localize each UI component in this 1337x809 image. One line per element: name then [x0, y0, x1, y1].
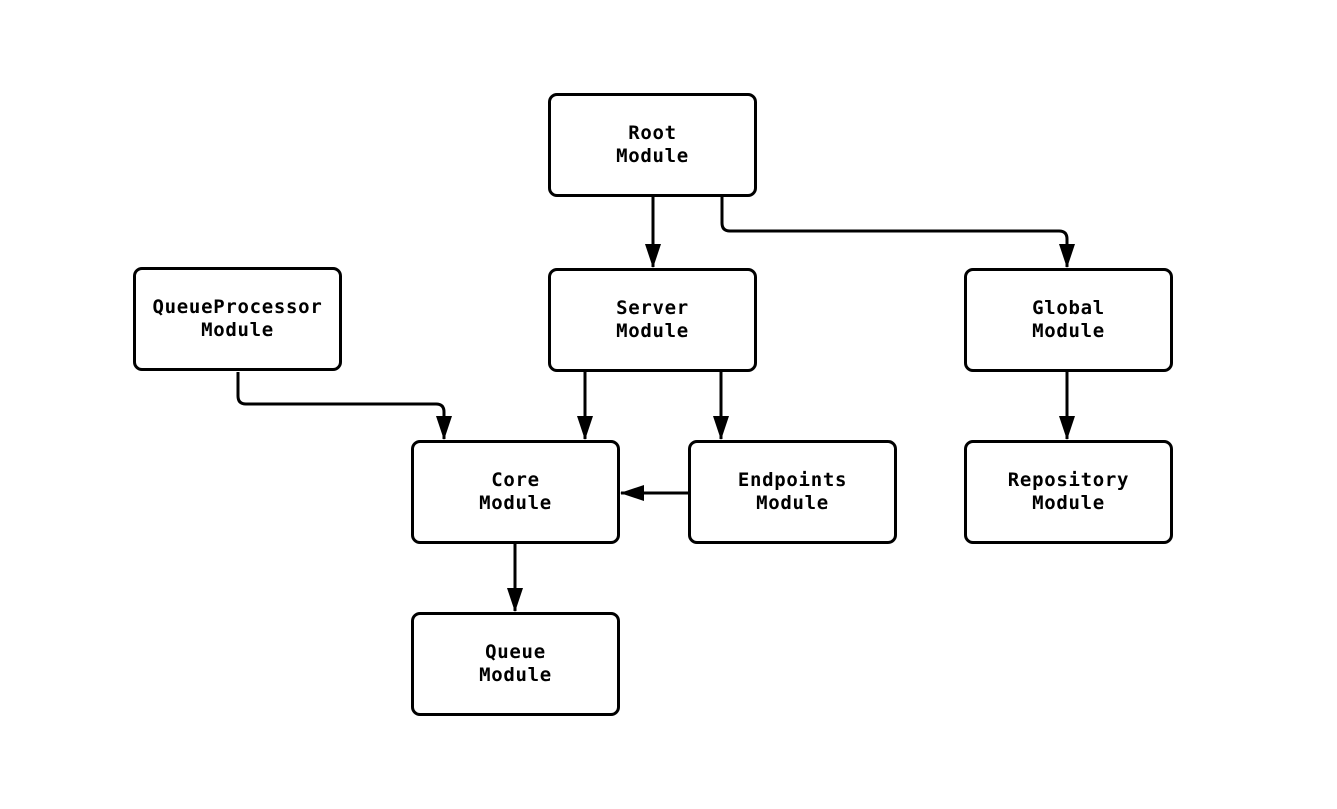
node-label-line2: Module [479, 664, 552, 686]
node-label-line1: Repository [1007, 469, 1130, 491]
node-label-line2: Module [756, 492, 829, 514]
node-endpoints-module: Endpoints Module [688, 440, 897, 544]
node-label-line1: Endpoints [737, 469, 848, 491]
node-label-line1: Queue [485, 641, 546, 663]
node-label-line1: Global [1032, 297, 1105, 319]
node-label-line1: Root [628, 122, 677, 144]
edge-root-global [720, 197, 1075, 268]
node-queueprocessor-module: QueueProcessor Module [133, 267, 342, 371]
node-root-module: Root Module [548, 93, 757, 197]
node-label-line2: Module [616, 145, 689, 167]
edge-queueprocessor-core [236, 372, 452, 440]
node-label-line2: Module [201, 319, 274, 341]
node-queue-module: Queue Module [411, 612, 620, 716]
node-label-line1: Core [491, 469, 540, 491]
node-repository-module: Repository Module [964, 440, 1173, 544]
node-label-line2: Module [1032, 320, 1105, 342]
node-label-line2: Module [616, 320, 689, 342]
node-core-module: Core Module [411, 440, 620, 544]
node-global-module: Global Module [964, 268, 1173, 372]
node-label-line2: Module [479, 492, 552, 514]
node-label-line2: Module [1032, 492, 1105, 514]
node-label-line1: Server [616, 297, 689, 319]
node-server-module: Server Module [548, 268, 757, 372]
node-label-line1: QueueProcessor [152, 296, 323, 318]
